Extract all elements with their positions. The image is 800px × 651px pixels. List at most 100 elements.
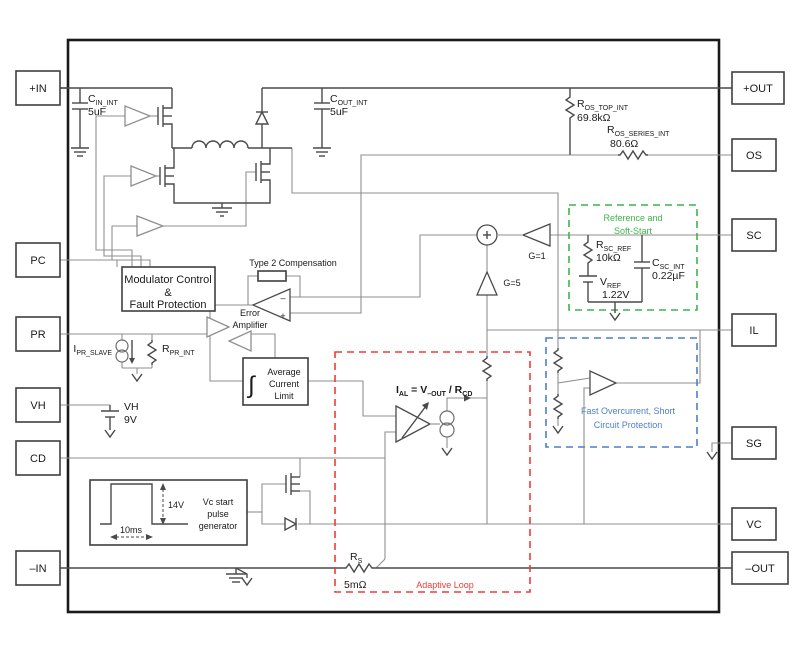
- vc-start-switch: [284, 473, 300, 532]
- mosfet-high-side: [157, 88, 173, 148]
- module-border: [66, 38, 721, 614]
- signal-wires: [60, 115, 732, 569]
- vh-source: [101, 405, 119, 439]
- ros-top-value: 69.8kΩ: [577, 112, 611, 124]
- component-labels: CIN_INT 5uF COUT_INT 5uF ROS_TOP_INT 69.…: [73, 93, 685, 591]
- fast-oc-box: [545, 337, 698, 448]
- input-capacitor: [71, 88, 89, 157]
- pulse-gen-line1: Vc start: [203, 497, 234, 507]
- pin-neg-out-label: –OUT: [745, 563, 775, 575]
- pulse-amplitude: 14V: [168, 500, 184, 510]
- modulator-line1: Modulator Control: [124, 274, 211, 286]
- vref-value: 1.22V: [602, 289, 629, 301]
- pulse-gen-line2: pulse: [207, 509, 229, 519]
- error-amplifier: Type 2 Compensation – + Error Amplifier: [232, 258, 336, 330]
- modulator-line2: &: [164, 287, 172, 299]
- pin-os: [731, 138, 777, 172]
- modulator-block: Modulator Control & Fault Protection: [121, 266, 216, 312]
- adaptive-loop-block: Adaptive Loop IAL = V–OUT / RCD: [334, 351, 531, 593]
- g1-amp: [521, 223, 551, 247]
- mosfet-low-side-right: [222, 148, 271, 204]
- pulse-generator-block: Vc start pulse generator 14V 10ms: [89, 479, 248, 546]
- right-pins: +OUT OS SC IL SG VC –OUT: [731, 71, 789, 585]
- pr-resistor: [146, 340, 158, 365]
- pin-vh: [15, 387, 61, 423]
- adaptive-ground: [441, 447, 453, 457]
- pin-pc-label: PC: [30, 255, 45, 267]
- pin-pos-in: [15, 70, 61, 106]
- left-pins: +IN PC PR VH CD –IN: [15, 70, 68, 586]
- modulator-line3: Fault Protection: [129, 299, 206, 311]
- pr-network: [115, 315, 252, 383]
- output-capacitor: [313, 88, 331, 157]
- driver-amp-3: [136, 215, 165, 237]
- cout-label: COUT_INT: [330, 93, 368, 107]
- ial-direction-arrow: [464, 394, 471, 402]
- pr-buffer-fwd: [206, 315, 231, 339]
- avg-current-limit-block: ∫ Average Current Limit: [242, 357, 309, 406]
- reference-title1: Reference and: [603, 213, 662, 223]
- pr-ground: [131, 373, 143, 383]
- adaptive-resistor: [481, 356, 493, 381]
- cin-label: CIN_INT: [88, 93, 118, 107]
- ros-series-label: ROS_SERIES_INT: [607, 124, 670, 138]
- vc-diode: [284, 516, 298, 532]
- reference-box: [568, 204, 698, 311]
- sg-ground: [706, 451, 718, 461]
- pin-neg-in-label: –IN: [29, 563, 46, 575]
- pin-os-label: OS: [746, 150, 762, 162]
- driver-amp-2: [130, 165, 158, 187]
- gate-drivers: [124, 105, 165, 237]
- pin-il: [731, 313, 777, 347]
- output-diode: [254, 88, 270, 148]
- pin-pos-in-label: +IN: [29, 83, 46, 95]
- reference-title2: Soft-Start: [614, 226, 653, 236]
- pin-neg-out: [731, 551, 789, 585]
- cout-value: 5uF: [330, 106, 348, 118]
- g1-label: G=1: [528, 251, 545, 261]
- type2-label: Type 2 Compensation: [249, 258, 337, 268]
- error-amp-plus: +: [280, 311, 285, 321]
- inductor: [191, 140, 249, 149]
- pin-sg: [731, 426, 777, 460]
- rs-label: RS: [350, 551, 363, 565]
- g5-label: G=5: [503, 278, 520, 288]
- acl-line3: Limit: [274, 391, 294, 401]
- fast-oc-label1: Fast Overcurrent, Short: [581, 406, 676, 416]
- ial-formula: IAL = V–OUT / RCD: [396, 384, 472, 398]
- pulse-waveform: [100, 483, 188, 525]
- pr-current-source: [115, 339, 129, 353]
- pin-pos-out-label: +OUT: [743, 83, 773, 95]
- vh-value: 9V: [124, 414, 137, 426]
- pin-vh-label: VH: [30, 400, 45, 412]
- pin-vc: [731, 507, 777, 541]
- ros-top-label: ROS_TOP_INT: [577, 98, 629, 112]
- neg-in-rail: [60, 562, 732, 587]
- driver-amp-1: [124, 105, 152, 127]
- pin-sg-label: SG: [746, 438, 762, 450]
- type2-resistor: [257, 270, 287, 282]
- pr-buffer-rev: [227, 329, 252, 353]
- summing-network: G=1 G=5: [476, 223, 551, 296]
- sense-resistor: [344, 562, 374, 574]
- pin-pos-out: [731, 71, 785, 105]
- bridge-ground: [212, 203, 232, 217]
- oc-comparator: [589, 369, 618, 397]
- vh-label: VH: [124, 401, 139, 413]
- integral-symbol: ∫: [246, 372, 256, 399]
- csc-value: 0.22µF: [652, 270, 685, 282]
- error-amp-minus: –: [280, 293, 285, 303]
- pulse-gen-line3: generator: [199, 521, 238, 531]
- oc-ground: [552, 425, 564, 435]
- pin-neg-in: [15, 550, 61, 586]
- vref-label: VREF: [600, 276, 621, 290]
- pin-sc: [731, 218, 777, 252]
- fast-oc-label2: Circuit Protection: [594, 420, 663, 430]
- oc-resistor-bottom: [552, 394, 564, 419]
- ipr-slave-label: IPR_SLAVE: [73, 343, 112, 357]
- error-amp-label2: Amplifier: [232, 320, 267, 330]
- csc-label: CSC_INT: [652, 257, 685, 271]
- acl-line1: Average: [267, 367, 300, 377]
- acl-line2: Current: [269, 379, 300, 389]
